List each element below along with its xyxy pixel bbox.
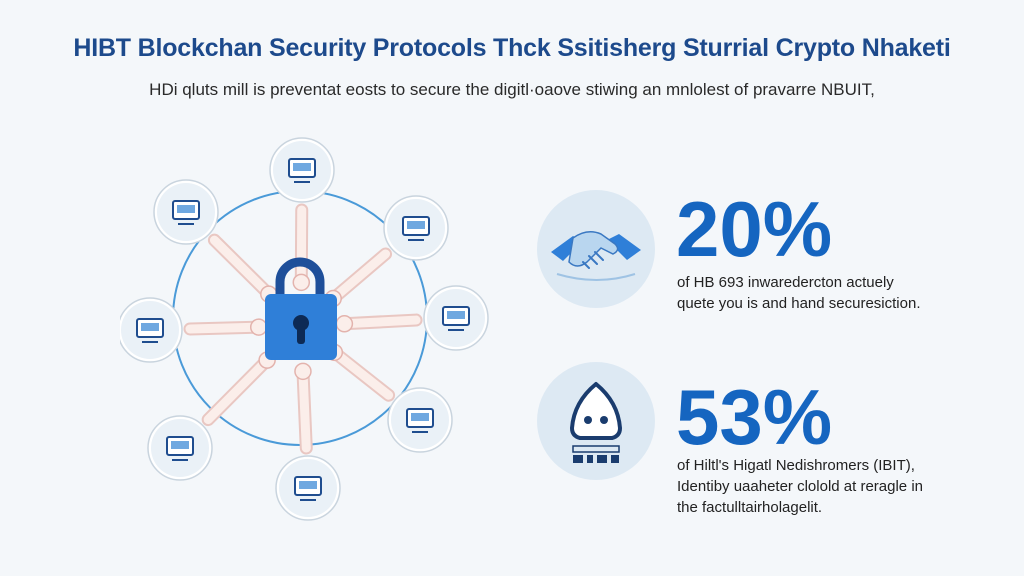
stat-2-desc-line3: the factulltairholagelit. bbox=[677, 499, 823, 516]
arm-computer-terminal bbox=[207, 233, 278, 303]
stat-1-icon-circle bbox=[537, 190, 655, 308]
arm-house-shield bbox=[201, 351, 276, 427]
arm-vr-headset bbox=[292, 203, 311, 292]
arm-network-gear bbox=[335, 313, 423, 333]
arm-laptop-monitor bbox=[183, 318, 268, 336]
page-subtitle: HDi qluts mill is preventat eosts to sec… bbox=[149, 80, 875, 99]
cloud-lock-icon bbox=[387, 387, 453, 453]
stat-2-value: 53% bbox=[676, 373, 833, 461]
stat-1-desc-line1: of HB 693 inwaredercton actuely bbox=[677, 274, 894, 291]
hub-nodes bbox=[120, 137, 489, 521]
house-shield-icon bbox=[147, 415, 213, 481]
device-screen-icon bbox=[383, 195, 449, 261]
documents-icon bbox=[275, 455, 341, 521]
stat-1-value: 20% bbox=[676, 185, 833, 273]
security-hub-diagram bbox=[120, 137, 489, 521]
stat-1-description: of HB 693 inwaredercton actuely quete yo… bbox=[677, 272, 977, 314]
stat-2-description: of Hiltl's Higatl Nedishromers (IBIT), I… bbox=[677, 455, 977, 518]
arm-documents bbox=[294, 362, 313, 455]
stat-2-desc-line2: Identiby uaaheter clolold at reragle in bbox=[677, 478, 923, 495]
stat-2-desc-line1: of Hiltl's Higatl Nedishromers (IBIT), bbox=[677, 457, 915, 474]
vr-headset-icon bbox=[269, 137, 335, 203]
laptop-monitor-icon bbox=[120, 297, 183, 363]
handshake-icon bbox=[551, 231, 641, 281]
stat-1-desc-line2: quete you is and hand securesiction. bbox=[677, 295, 921, 312]
network-gear-icon bbox=[423, 285, 489, 351]
stat-2-icon-circle bbox=[537, 362, 655, 480]
page-title: HIBT Blockchan Security Protocols Thck S… bbox=[73, 34, 951, 62]
padlock-icon bbox=[265, 257, 337, 360]
computer-terminal-icon bbox=[153, 179, 219, 245]
shield-id-icon bbox=[570, 382, 622, 463]
